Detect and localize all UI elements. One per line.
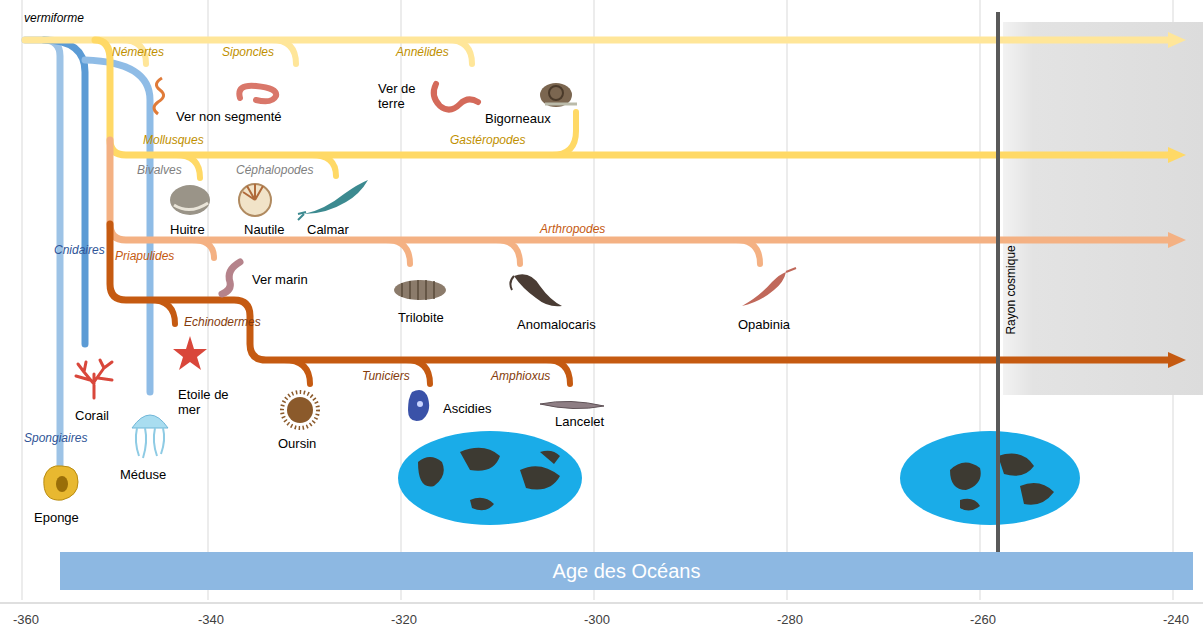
species-label: Ver non segmenté (176, 110, 282, 125)
band-title: Age des Océans (553, 560, 701, 583)
clade-label: Cnidaires (54, 244, 105, 258)
anomalocaris (510, 274, 562, 306)
species-label: Opabinia (738, 318, 790, 333)
species-label: Calmar (307, 223, 349, 238)
species-label: Ver de terre (378, 82, 422, 112)
clade-label: Spongiaires (24, 432, 87, 446)
earthworm (434, 84, 478, 110)
jellyfish (132, 415, 168, 458)
species-label: Oursin (278, 437, 316, 452)
nemertean-worm (154, 78, 164, 114)
sea-urchin (282, 392, 318, 428)
starfish (173, 336, 207, 370)
clade-label: Mollusques (143, 134, 204, 148)
clade-label: Priapulides (115, 250, 174, 264)
species-label: Ascidies (443, 402, 491, 417)
species-label: Eponge (34, 511, 79, 526)
opabinia (742, 268, 796, 306)
species-label: Trilobite (398, 311, 444, 326)
squid (298, 180, 368, 220)
grid (22, 0, 1173, 600)
axis-tick: -260 (970, 613, 996, 628)
axis-tick: -240 (1163, 613, 1189, 628)
time-band: Age des Océans (60, 552, 1193, 590)
event-label: Rayon cosmique (1004, 245, 1018, 334)
axis-tick: -360 (13, 613, 39, 628)
coral (76, 360, 112, 398)
species-label: Lancelet (555, 415, 604, 430)
species-label: Nautile (244, 223, 284, 238)
clade-label: Némertes (112, 46, 164, 60)
clade-label: Echinodermes (184, 316, 261, 330)
clade-label: Annélides (396, 46, 449, 60)
axis-tick: -320 (391, 613, 417, 628)
species-label: Anomalocaris (517, 318, 596, 333)
root-label: vermiforme (24, 12, 84, 26)
clade-label: Arthropodes (540, 223, 605, 237)
oyster (170, 185, 210, 215)
paleo-map (398, 431, 582, 525)
species-label: Corail (75, 409, 109, 424)
periwinkle (540, 83, 577, 107)
species-label: Méduse (120, 468, 166, 483)
clade-label: Céphalopodes (236, 164, 313, 178)
paleo-map (900, 431, 1080, 525)
sponge (44, 466, 78, 500)
species-label: Huitre (170, 223, 205, 238)
trilobite (394, 280, 446, 300)
clade-label: Tuniciers (362, 370, 410, 384)
sea-squirt (408, 390, 429, 421)
clade-label: Amphioxus (491, 370, 550, 384)
species-label: Bigorneaux (485, 112, 551, 127)
axis-tick: -300 (584, 613, 610, 628)
clade-label: Gastéropodes (450, 134, 525, 148)
nautilus (239, 184, 271, 216)
lancelet (540, 401, 604, 408)
species-label: Ver marin (252, 273, 308, 288)
species-label: Etoile de mer (178, 388, 230, 418)
clade-label: Siponcles (222, 46, 274, 60)
clade-label: Bivalves (137, 164, 182, 178)
axis-tick: -340 (198, 613, 224, 628)
sea-worm (222, 262, 240, 294)
unsegmented-worm (239, 86, 276, 102)
axis-tick: -280 (777, 613, 803, 628)
